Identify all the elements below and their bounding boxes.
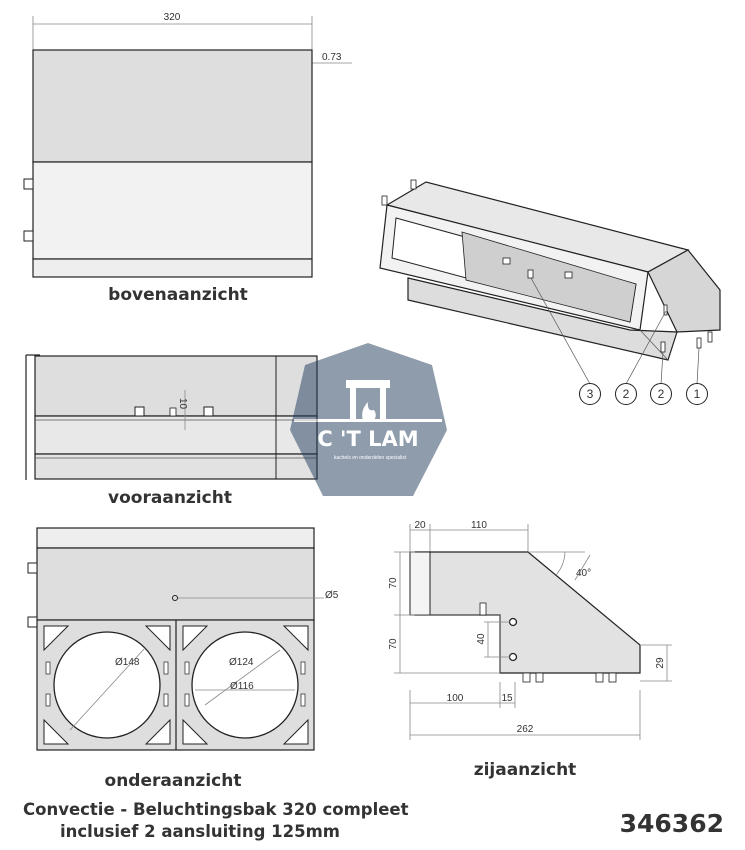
bottom-tab-upper xyxy=(27,562,38,574)
dim-bottom-mid: Ø124 xyxy=(229,657,254,668)
article-number: 346362 xyxy=(620,809,724,838)
isometric-view: 3 2 2 1 xyxy=(379,179,721,405)
dim-bottom-inner: Ø116 xyxy=(230,681,254,692)
bottom-view-caption: onderaanzicht xyxy=(105,771,242,791)
dim-side-bot-a: 100 xyxy=(447,693,464,704)
side-view: 20 110 40° 70 70 40 29 xyxy=(388,520,672,780)
dim-side-bot-b: 15 xyxy=(501,693,513,704)
callout-3: 3 xyxy=(579,383,601,405)
front-upper-panel xyxy=(34,355,318,417)
svg-text:2: 2 xyxy=(623,387,630,401)
left-connection-hole xyxy=(53,631,161,739)
dim-bottom-hole: Ø5 xyxy=(325,590,339,601)
top-view-caption: bovenaanzicht xyxy=(108,285,248,305)
dim-side-h-lower: 70 xyxy=(388,638,399,650)
top-lid-panel xyxy=(32,49,313,163)
watermark-tagline: kachels en onderdelen specialist xyxy=(334,455,407,461)
svg-text:1: 1 xyxy=(694,387,701,401)
dim-side-top-a: 20 xyxy=(414,520,426,531)
svg-text:3: 3 xyxy=(587,387,594,401)
dim-side-total: 262 xyxy=(517,724,534,735)
right-connection-hole xyxy=(191,631,299,739)
side-view-caption: zijaanzicht xyxy=(474,760,577,780)
dim-side-h-upper: 70 xyxy=(388,577,399,589)
front-middle-panel xyxy=(34,415,318,455)
bottom-top-strip xyxy=(36,527,315,549)
dim-side-slot: 40 xyxy=(476,633,487,645)
dim-side-right: 29 xyxy=(655,657,666,669)
top-tab-upper xyxy=(23,178,34,190)
bottom-view: Ø5 Ø148 Ø124 Ø116 onderaanzicht xyxy=(27,527,339,791)
dim-top-thickness: 0.73 xyxy=(322,52,342,63)
dim-top-width: 320 xyxy=(164,12,181,23)
dim-front-slot: 10 xyxy=(177,398,188,410)
product-title-line2: inclusief 2 aansluiting 125mm xyxy=(60,822,340,841)
dim-bottom-outer: Ø148 xyxy=(115,657,140,668)
top-view: 320 0.73 bovenaanzicht xyxy=(23,12,352,305)
front-slot xyxy=(169,407,177,417)
side-front-lip xyxy=(409,551,431,616)
side-body xyxy=(414,551,641,674)
side-hole-upper xyxy=(508,617,518,627)
side-hole-lower xyxy=(508,652,518,662)
front-tab-right xyxy=(203,406,214,417)
fireplace-icon xyxy=(294,380,442,422)
dim-side-top-b: 110 xyxy=(471,520,487,531)
svg-text:2: 2 xyxy=(658,387,665,401)
front-view: 10 vooraanzicht xyxy=(25,354,318,508)
product-title-line1: Convectie - Beluchtingsbak 320 compleet xyxy=(23,800,409,819)
callout-1: 1 xyxy=(686,383,708,405)
front-tab-left xyxy=(134,406,145,417)
top-lower-panel xyxy=(32,161,313,260)
watermark-logo: C 'T LAM kachels en onderdelen specialis… xyxy=(290,343,447,496)
top-front-flange xyxy=(32,258,313,278)
bottom-rear-panel xyxy=(36,547,315,621)
front-view-caption: vooraanzicht xyxy=(108,488,232,508)
bottom-tab-lower xyxy=(27,616,38,628)
dim-side-angle: 40° xyxy=(576,568,591,579)
callout-2b: 2 xyxy=(650,383,672,405)
top-tab-lower xyxy=(23,230,34,242)
bottom-small-hole xyxy=(172,595,178,601)
callout-2a: 2 xyxy=(615,383,637,405)
watermark-brand: C 'T LAM xyxy=(317,427,418,451)
